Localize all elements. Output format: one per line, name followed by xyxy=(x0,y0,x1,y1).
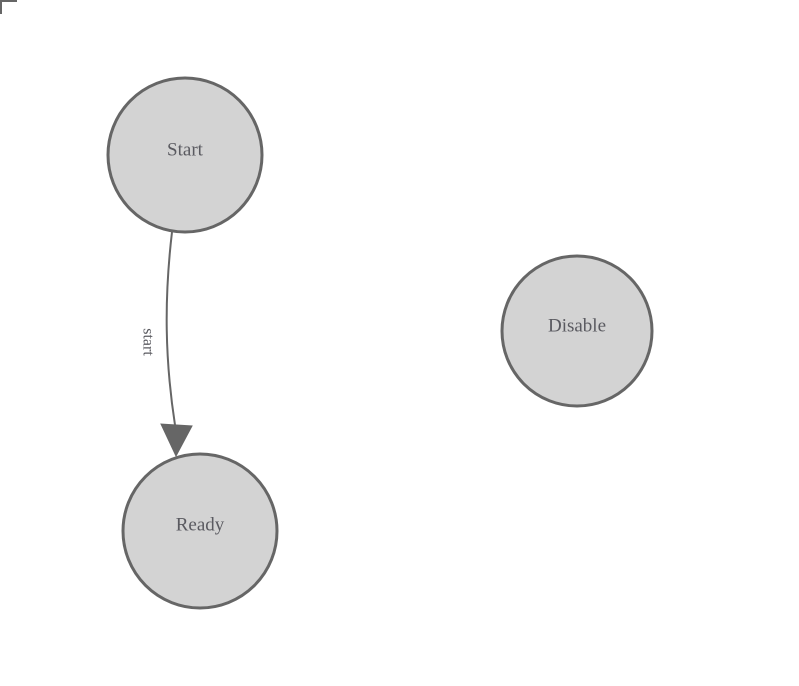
edge-start-to-ready[interactable]: start xyxy=(139,231,193,458)
edge-arrowhead-icon xyxy=(160,423,193,458)
edge-path xyxy=(165,231,176,426)
node-start-circle[interactable] xyxy=(106,76,264,234)
canvas-corner-bracket-icon xyxy=(0,0,17,14)
node-ready-circle[interactable] xyxy=(121,452,279,610)
node-disable[interactable]: Disable xyxy=(500,254,654,408)
edge-label-start: start xyxy=(139,328,156,356)
node-disable-circle[interactable] xyxy=(500,254,654,408)
node-start[interactable]: Start xyxy=(106,76,264,234)
node-ready[interactable]: Ready xyxy=(121,452,279,610)
